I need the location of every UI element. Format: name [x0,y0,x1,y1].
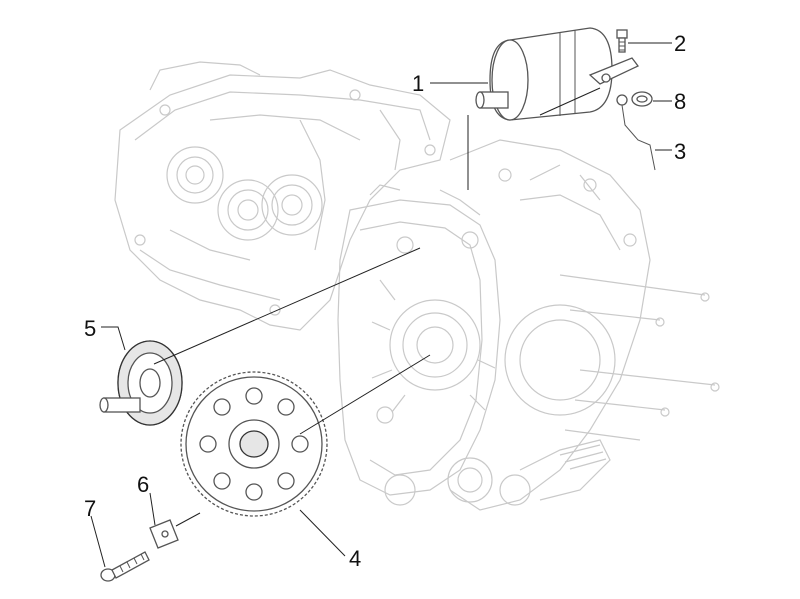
left-case-cover-outline [114,61,451,331]
cable-clip [631,91,653,107]
starter-gear-shaft [99,340,183,426]
starter-driven-gear [180,371,328,517]
ground-cable [616,94,656,171]
screw-small [616,29,628,53]
callout-6: 6 [137,472,149,497]
callout-leaders [90,42,672,568]
starter-motor [475,27,639,121]
callout-7: 7 [84,496,96,521]
right-crankcase-outline [449,139,720,511]
callout-1: 1 [412,71,424,96]
callout-5: 5 [84,316,96,341]
callout-2: 2 [674,31,686,56]
retaining-plate [149,519,179,549]
bolt [100,551,150,582]
callout-3: 3 [674,139,686,164]
callout-8: 8 [674,89,686,114]
centre-case-half-outline [337,184,531,506]
callout-4: 4 [349,546,361,571]
assembly-axis-lines [153,87,601,527]
